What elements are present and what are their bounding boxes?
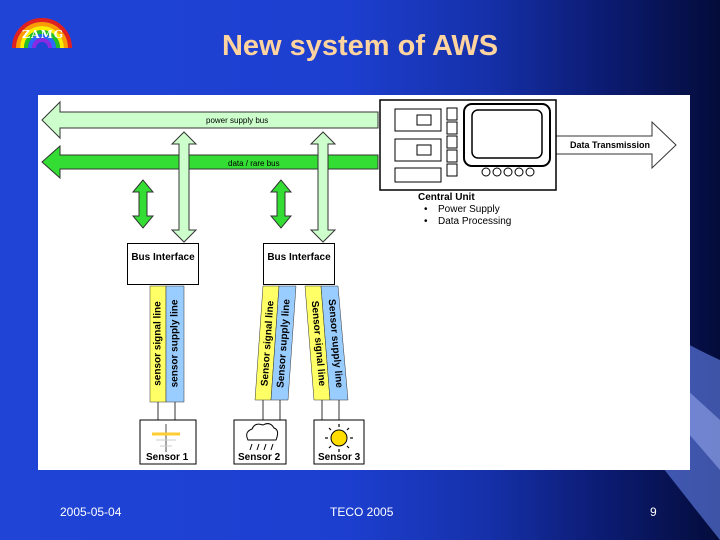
rain-cloud-icon <box>246 423 279 451</box>
data-transmission-arrow <box>555 120 677 170</box>
zamg-logo <box>8 8 76 54</box>
bus-interface-1: Bus Interface <box>127 243 199 285</box>
supply-line-1-label: sensor supply line <box>169 299 181 388</box>
sensor-2-label: Sensor 2 <box>238 452 281 463</box>
central-unit-legend: Central Unit •Power Supply •Data Process… <box>418 192 512 227</box>
central-unit-item: Data Processing <box>438 216 512 227</box>
sun-icon <box>325 424 353 452</box>
data-bus <box>41 144 379 180</box>
page-number: 9 <box>650 505 657 519</box>
signal-line-1-label: sensor signal line <box>152 301 164 386</box>
central-unit-item: Power Supply <box>438 204 500 215</box>
data-bus-label: data / rare bus <box>228 159 280 168</box>
supply-line-2 <box>270 285 297 401</box>
sensor-box-1 <box>139 419 197 465</box>
footer-date: 2005-05-04 <box>60 505 122 519</box>
footer-event: TECO 2005 <box>330 505 394 519</box>
data-transmission-label: Data Transmission <box>570 140 651 150</box>
rainbow-icon <box>12 18 72 49</box>
data-link-1 <box>131 179 155 229</box>
wind-vane-icon <box>152 424 180 452</box>
data-link-2 <box>269 179 293 229</box>
central-unit-title: Central Unit <box>418 192 475 203</box>
logo-text: ZAMG <box>22 28 65 41</box>
bus-interface-2: Bus Interface <box>263 243 335 285</box>
slide-title: New system of AWS <box>221 30 499 62</box>
sensor-1-label: Sensor 1 <box>146 452 189 463</box>
power-bus-label: power supply bus <box>206 116 269 125</box>
power-link-2 <box>309 131 337 243</box>
central-unit-device <box>379 99 557 191</box>
power-link-1 <box>170 131 198 243</box>
sensor-3-label: Sensor 3 <box>318 452 361 463</box>
power-supply-bus <box>41 100 379 140</box>
supply-line-3 <box>320 285 349 401</box>
